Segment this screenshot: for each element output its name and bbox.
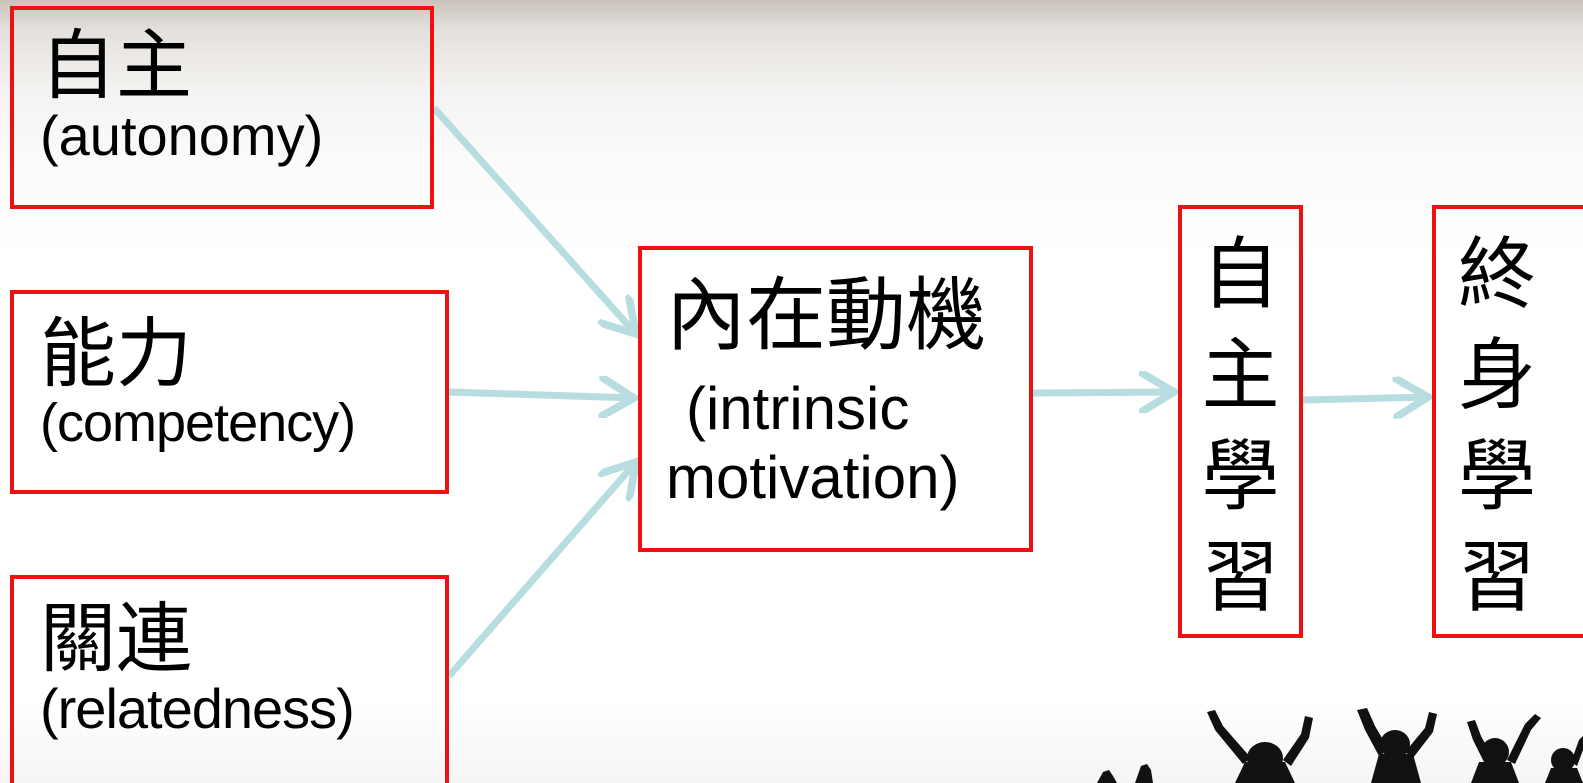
node-self-learning-char: 自 xyxy=(1201,230,1280,320)
node-relatedness: 關連 (relatedness) xyxy=(10,575,449,783)
node-self-learning-char: 主 xyxy=(1201,331,1280,421)
node-lifelong-learning: 終 身 學 習 xyxy=(1432,205,1583,638)
node-lifelong-char: 學 xyxy=(1458,432,1537,522)
arrow-self-learning-to-lifelong xyxy=(1302,397,1428,400)
node-lifelong-char: 習 xyxy=(1458,533,1537,623)
arrow-relatedness-to-intrinsic xyxy=(446,462,636,679)
node-competency-zh: 能力 xyxy=(40,309,192,398)
node-autonomy-zh: 自主 xyxy=(40,21,192,110)
node-self-learning-char: 學 xyxy=(1201,432,1280,522)
node-lifelong-char: 身 xyxy=(1458,331,1537,421)
node-competency: 能力 (competency) xyxy=(10,290,449,494)
node-self-learning: 自 主 學 習 xyxy=(1178,205,1303,638)
arrow-intrinsic-to-self-learning xyxy=(1032,392,1174,393)
node-relatedness-zh: 關連 xyxy=(40,594,192,683)
node-intrinsic-en-line1: (intrinsic xyxy=(686,375,910,442)
node-self-learning-char: 習 xyxy=(1201,533,1280,623)
node-intrinsic-en-line2: motivation) xyxy=(666,444,960,511)
arrow-competency-to-intrinsic xyxy=(448,392,634,398)
node-intrinsic-motivation: 內在動機 (intrinsic motivation) xyxy=(638,246,1033,552)
node-autonomy-en: (autonomy) xyxy=(40,104,324,167)
node-autonomy: 自主 (autonomy) xyxy=(10,6,434,209)
node-lifelong-char: 終 xyxy=(1458,230,1537,320)
node-intrinsic-zh: 內在動機 xyxy=(666,269,986,362)
node-relatedness-en: (relatedness) xyxy=(40,677,355,740)
arrow-autonomy-to-intrinsic xyxy=(431,105,636,334)
cheering-crowd-silhouette-icon xyxy=(1097,708,1583,783)
node-competency-en: (competency) xyxy=(40,393,356,453)
